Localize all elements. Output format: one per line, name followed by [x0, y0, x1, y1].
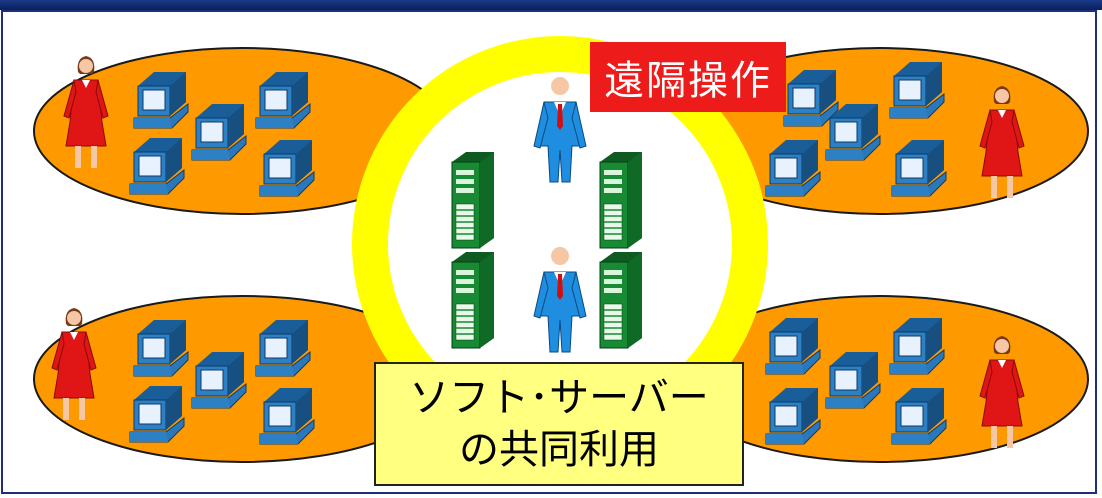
server-tower-icon	[599, 251, 643, 349]
server-tower-icon	[599, 151, 643, 249]
shared-use-label: ソフト･サーバー の共同利用	[374, 362, 744, 486]
remote-operation-text: 遠隔操作	[604, 58, 772, 104]
shared-use-text-line2: の共同利用	[459, 427, 659, 473]
remote-operation-label: 遠隔操作	[590, 42, 786, 112]
title-bar	[0, 0, 1102, 10]
shared-use-text-line1: ソフト･サーバー	[409, 375, 709, 421]
server-tower-icon	[451, 151, 495, 249]
diagram-frame	[1, 10, 1097, 494]
server-tower-icon	[451, 251, 495, 349]
